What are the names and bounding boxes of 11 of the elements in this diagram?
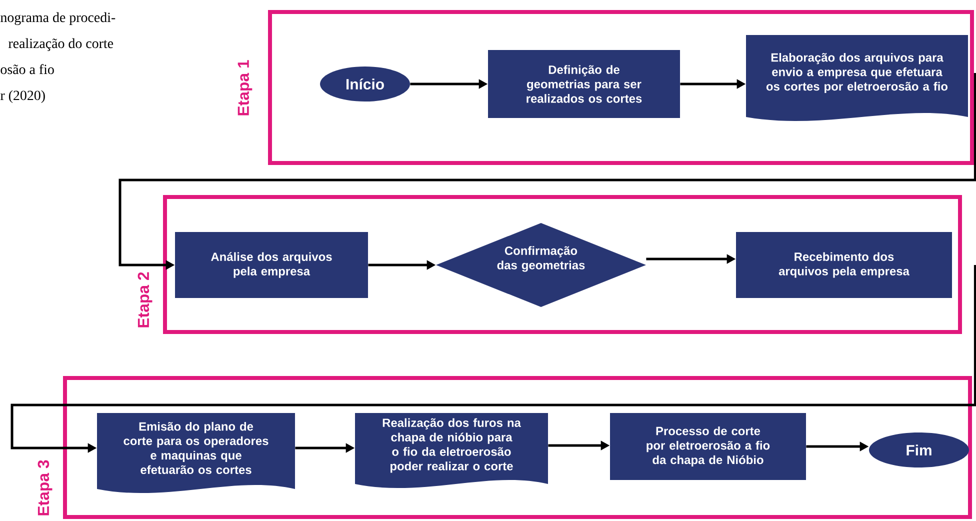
stage-label: Etapa 2 [138, 272, 152, 328]
caption-text: r (2020) [0, 90, 45, 103]
process-box: Análise dos arquivos pela empresa [175, 232, 368, 298]
process-box: Processo de corte por eletroerosão a fio da chapa de Nióbio [610, 413, 806, 480]
process-box: Recebimento dos arquivos pela empresa [736, 232, 952, 298]
process-box: Definição de geometrias para ser realizados os cortes [488, 50, 680, 118]
caption-text: realização do corte [8, 38, 114, 51]
stage-label: Etapa 1 [238, 60, 252, 116]
stage-label: Etapa 3 [38, 460, 52, 516]
caption-text: osão a fio [0, 64, 54, 74]
caption-text: nograma de procedi- [0, 12, 116, 25]
